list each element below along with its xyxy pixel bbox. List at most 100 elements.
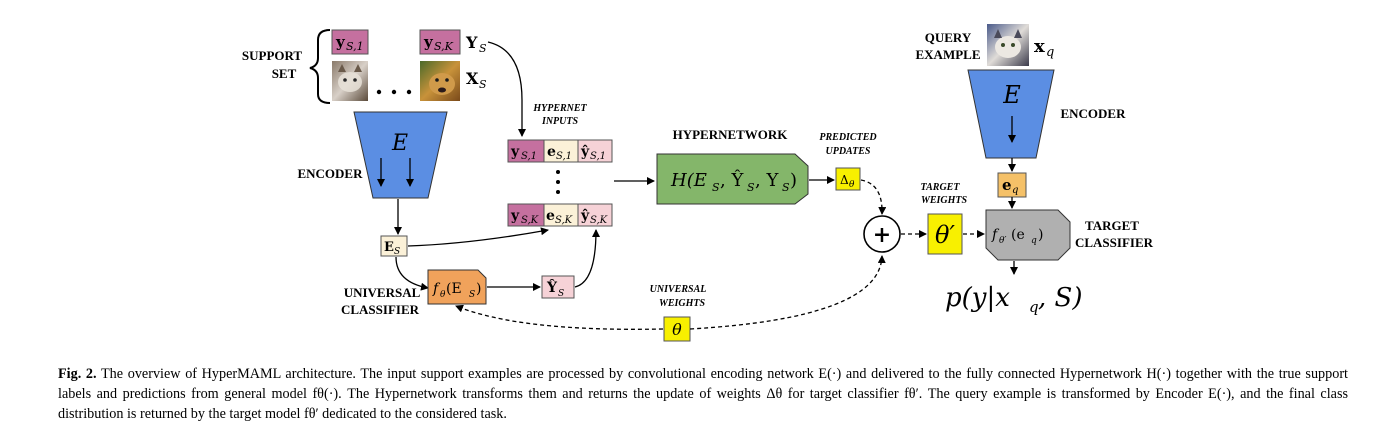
left-encoder xyxy=(353,111,448,199)
svg-text:Y: Y xyxy=(465,33,478,52)
figure-label: Fig. 2. xyxy=(58,366,97,382)
target-classifier-label-2: CLASSIFIER xyxy=(1075,235,1154,250)
right-encoder xyxy=(967,69,1055,159)
hypernetwork-block: H(E S , Ŷ S , Y S ) xyxy=(656,153,809,205)
hypernet-input-row-1: y S,1 e S,1 ŷ S,1 xyxy=(507,139,613,163)
svg-text:y: y xyxy=(423,33,434,51)
svg-text:, Ŷ: , Ŷ xyxy=(720,168,744,191)
universal-predictions-box: Ŷ S xyxy=(541,275,575,299)
svg-text:): ) xyxy=(1038,227,1043,243)
output-distribution: p(y|x q , S) xyxy=(945,283,1082,316)
svg-text:x: x xyxy=(1034,36,1045,57)
svg-text:q: q xyxy=(1029,298,1039,316)
svg-text:S,K: S,K xyxy=(555,215,573,226)
left-encoder-label: ENCODER xyxy=(297,166,363,181)
hypernet-input-ellipsis xyxy=(556,170,560,194)
query-embedding-box: e q xyxy=(997,172,1027,198)
theta-prime-box: θ′ xyxy=(927,213,963,255)
svg-text:S,K: S,K xyxy=(434,40,454,53)
delta-theta-box: Δ θ xyxy=(835,167,861,191)
svg-text:q: q xyxy=(1012,185,1018,196)
support-label-1: y S,1 xyxy=(331,29,369,55)
svg-text:(e: (e xyxy=(1011,227,1025,243)
support-inputs-symbol: X S xyxy=(466,69,487,91)
svg-text:q: q xyxy=(1046,45,1054,60)
svg-text:S: S xyxy=(712,181,720,194)
svg-text:): ) xyxy=(476,281,481,297)
support-set-brace xyxy=(309,29,331,104)
universal-weights-label-2: WEIGHTS xyxy=(659,298,706,309)
universal-classifier-label-2: CLASSIFIER xyxy=(341,302,420,317)
svg-text:p(y|x: p(y|x xyxy=(945,283,1010,313)
svg-text:S: S xyxy=(479,42,487,55)
svg-text:y: y xyxy=(510,208,520,224)
svg-text:y: y xyxy=(335,33,346,51)
svg-text:, S): , S) xyxy=(1038,283,1082,313)
theta-box: θ xyxy=(663,316,691,342)
support-labels-symbol: Y S xyxy=(465,33,487,55)
svg-text:f: f xyxy=(991,227,1000,243)
svg-text:S,1: S,1 xyxy=(521,151,537,162)
svg-text:+: + xyxy=(873,222,891,248)
svg-text:H(E: H(E xyxy=(670,170,707,191)
svg-text:θ: θ xyxy=(672,320,682,339)
target-classifier-label: TARGET xyxy=(1085,218,1139,233)
svg-text:, Y: , Y xyxy=(755,170,779,191)
hypermaml-diagram: SUPPORT SET y S,1 y S,K Y S X S E xyxy=(242,24,1154,342)
svg-text:e: e xyxy=(1002,176,1012,194)
figure-caption: Fig. 2. The overview of HyperMAML archit… xyxy=(58,364,1348,424)
support-set-label: SUPPORT xyxy=(242,48,303,63)
universal-weights-label: UNIVERSAL xyxy=(650,284,707,295)
svg-text:S: S xyxy=(558,289,564,299)
svg-text:θ: θ xyxy=(440,290,446,300)
support-label-k: y S,K xyxy=(419,29,461,55)
svg-text:S,1: S,1 xyxy=(556,151,572,162)
svg-text:S,K: S,K xyxy=(590,215,608,226)
target-weights-label-2: WEIGHTS xyxy=(921,195,968,206)
svg-text:Δ: Δ xyxy=(840,173,849,187)
svg-text:Ŷ: Ŷ xyxy=(546,278,558,296)
svg-text:θ′: θ′ xyxy=(935,221,955,249)
support-embedding-box: E S xyxy=(380,235,408,257)
cat-photo-icon xyxy=(332,61,368,101)
target-classifier: f θ′ (e q ) xyxy=(985,209,1071,261)
query-example-label: QUERY xyxy=(925,30,972,45)
svg-text:(E: (E xyxy=(446,281,462,297)
svg-text:y: y xyxy=(510,144,520,160)
svg-text:E: E xyxy=(384,240,394,255)
predicted-updates-label: PREDICTED xyxy=(819,132,876,143)
svg-text:X: X xyxy=(466,69,479,88)
dog-photo-icon xyxy=(420,61,460,101)
hypernet-inputs-label-2: INPUTS xyxy=(541,116,579,127)
svg-text:S,1: S,1 xyxy=(346,40,364,53)
hypernetwork-label: HYPERNETWORK xyxy=(673,127,789,142)
svg-text:q: q xyxy=(1031,236,1037,246)
left-encoder-symbol: E xyxy=(391,131,408,156)
right-encoder-label: ENCODER xyxy=(1060,106,1126,121)
support-ellipsis xyxy=(376,89,412,95)
predicted-updates-label-2: UPDATES xyxy=(825,146,870,157)
universal-classifier-label: UNIVERSAL xyxy=(344,285,421,300)
support-set-label-2: SET xyxy=(272,66,297,81)
svg-text:ŷ: ŷ xyxy=(580,143,590,160)
hypernet-inputs-label: HYPERNET xyxy=(532,103,587,114)
query-input-symbol: x q xyxy=(1034,36,1054,60)
query-cat-photo-icon xyxy=(987,24,1029,66)
svg-text:S: S xyxy=(479,78,487,91)
svg-text:θ: θ xyxy=(849,180,855,190)
svg-text:e: e xyxy=(546,208,555,224)
hypernet-input-row-k: y S,K e S,K ŷ S,K xyxy=(507,203,613,227)
svg-text:θ′: θ′ xyxy=(999,236,1006,246)
plus-circle-icon: + xyxy=(863,215,901,253)
right-encoder-symbol: E xyxy=(1002,81,1021,109)
svg-text:S: S xyxy=(469,290,475,300)
svg-text:e: e xyxy=(547,144,556,160)
universal-classifier: f θ (E S ) xyxy=(427,269,487,305)
caption-text: The overview of HyperMAML architecture. … xyxy=(58,366,1348,422)
svg-text:): ) xyxy=(790,170,797,191)
target-weights-label: TARGET xyxy=(921,182,961,193)
query-example-label-2: EXAMPLE xyxy=(916,47,981,62)
svg-text:S: S xyxy=(394,247,400,257)
svg-text:S: S xyxy=(747,181,755,194)
svg-text:ŷ: ŷ xyxy=(580,207,590,224)
